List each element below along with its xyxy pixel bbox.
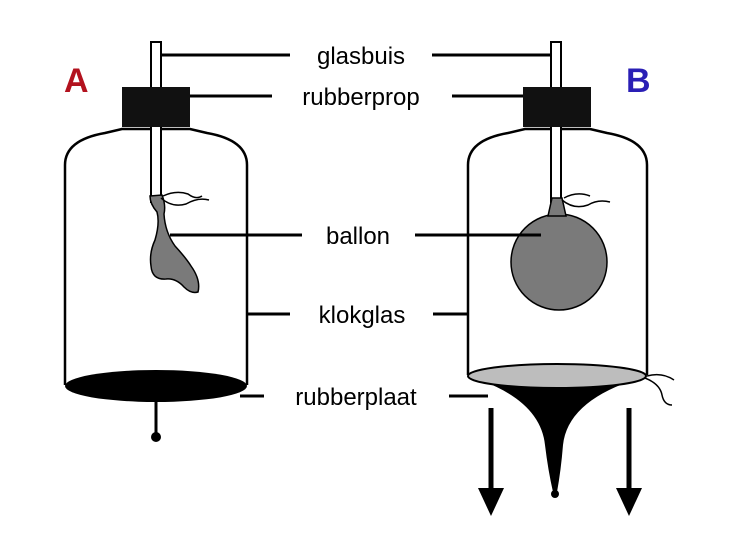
- balloon-string-b: [561, 193, 611, 208]
- jar-b: [466, 41, 675, 516]
- panel-label-a: A: [64, 62, 89, 100]
- label-ballon: ballon: [326, 223, 390, 250]
- arrow-right-head: [616, 488, 642, 516]
- rubber-sheet-b: [468, 376, 647, 492]
- rubber-sheet-string-b: [644, 373, 675, 406]
- panel-label-b: B: [626, 62, 651, 100]
- rubber-stopper-b: [523, 87, 591, 127]
- leader-lines: [161, 53, 551, 398]
- label-rubberprop: rubberprop: [302, 84, 419, 111]
- label-rubberplaat: rubberplaat: [295, 384, 417, 411]
- balloon-string-a: [160, 191, 210, 206]
- deflated-balloon-a: [149, 194, 200, 294]
- label-glasbuis: glasbuis: [317, 43, 405, 70]
- balloon-neck-b: [547, 197, 567, 217]
- jar-a: [63, 41, 249, 442]
- rubber-sheet-knob-b: [551, 490, 559, 498]
- label-klokglas: klokglas: [319, 302, 406, 329]
- rubber-sheet-a: [65, 370, 247, 402]
- rubber-sheet-top-b: [467, 363, 647, 389]
- inflated-balloon-b: [510, 213, 608, 311]
- rubber-sheet-knob-a: [151, 432, 161, 442]
- rubber-stopper-a: [122, 87, 190, 127]
- arrow-left-head: [478, 488, 504, 516]
